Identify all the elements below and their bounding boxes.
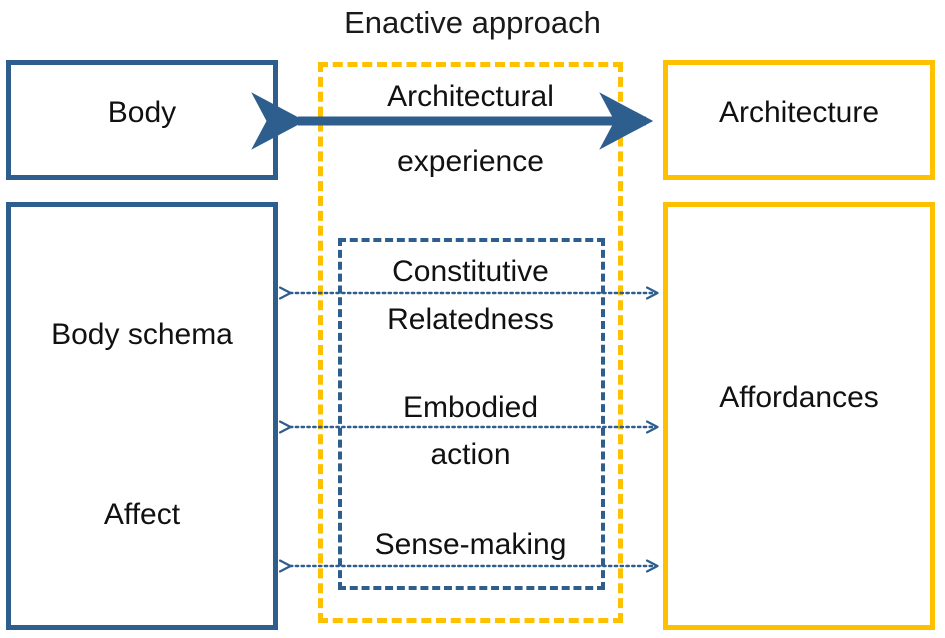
node-architecture-label: Architecture (718, 96, 880, 129)
node-body[interactable]: Body (6, 60, 278, 180)
node-architecture[interactable]: Architecture (663, 60, 935, 180)
diagram-title: Enactive approach (344, 5, 601, 40)
node-affect-label: Affect (103, 498, 181, 531)
node-body-schema-affect[interactable]: Body schema Affect (6, 202, 278, 630)
label-action: action (430, 438, 511, 471)
node-body-schema-label: Body schema (51, 318, 233, 351)
node-affordances[interactable]: Affordances (663, 202, 935, 630)
label-experience: experience (397, 145, 544, 178)
node-body-label: Body (107, 96, 177, 129)
label-relatedness: Relatedness (387, 303, 554, 336)
label-embodied: Embodied (402, 391, 539, 424)
label-sense-making: Sense-making (374, 528, 567, 561)
node-affordances-label: Affordances (719, 381, 879, 414)
label-constitutive: Constitutive (392, 255, 549, 288)
architectural-experience-container (318, 62, 623, 623)
label-architectural: Architectural (387, 80, 554, 113)
enactive-mechanisms-container (338, 238, 605, 590)
